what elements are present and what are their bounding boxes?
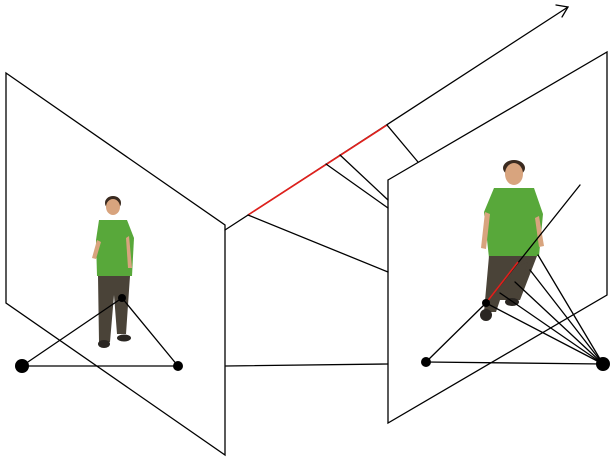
- baseline-right-epipole-to-right-camera: [426, 362, 603, 364]
- right-person-head: [505, 163, 523, 185]
- left-person-head: [106, 199, 120, 215]
- left-person-pants: [98, 276, 130, 342]
- left-camera-center: [15, 359, 29, 373]
- baseline-between-planes: [226, 364, 388, 366]
- right-person-shirt: [484, 188, 543, 258]
- right-person-shoe-left: [480, 309, 492, 321]
- right-epipole: [421, 357, 431, 367]
- ray-to-right-plane-top: [387, 125, 418, 162]
- red-epipolar-line-on-ray: [248, 125, 387, 215]
- ray-to-right-plane-mid1: [340, 155, 388, 200]
- right-camera-center: [596, 357, 610, 371]
- right-camera-ray-2: [500, 293, 603, 364]
- right-camera-ray-3: [515, 282, 603, 364]
- right-epipolar-line: [426, 303, 486, 362]
- right-person-figure: [480, 160, 544, 321]
- ray-to-right-plane-low: [248, 215, 388, 272]
- left-epipole: [173, 361, 183, 371]
- left-image-point-to-epipole: [122, 298, 178, 366]
- left-person-shoe-right: [117, 335, 131, 342]
- left-person-figure: [92, 196, 134, 348]
- left-person-shoe-left: [98, 340, 110, 348]
- right-camera-ray-4: [530, 270, 603, 364]
- left-image-point: [118, 294, 126, 302]
- right-image-point: [482, 299, 490, 307]
